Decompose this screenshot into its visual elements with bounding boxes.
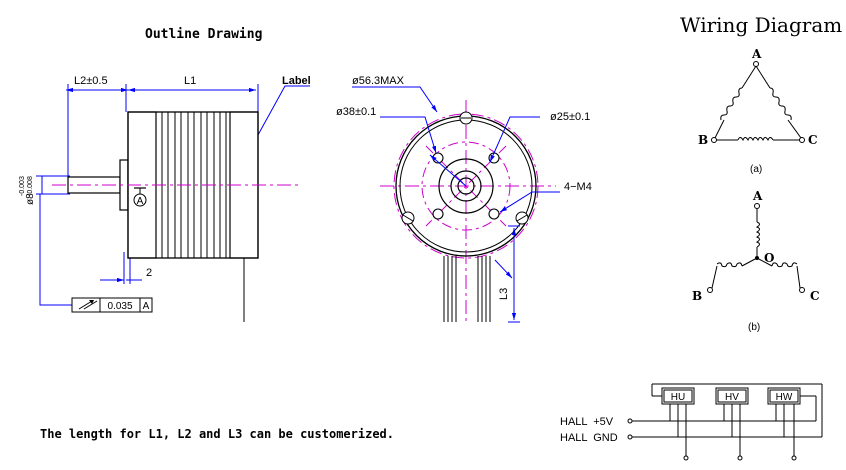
svg-text:ø8: ø8 (25, 193, 36, 205)
svg-text:-0.003: -0.003 (19, 176, 26, 196)
hall-sensor-wiring: HU HV HW HALL +5V HALL GND (560, 383, 823, 461)
star-c: C (810, 289, 820, 303)
delta-connection (711, 61, 805, 143)
front-view: ø56.3MAX ø38±0.1 ø25±0.1 4−M4 L3 (336, 75, 592, 323)
star-a: A (752, 189, 763, 203)
screws (401, 111, 529, 225)
shaft-dia-label: ø8 (25, 193, 36, 205)
runout-arrow-icon (78, 300, 93, 310)
center-marks (380, 100, 556, 322)
delta-caption: (a) (750, 164, 762, 175)
d56-label: ø56.3MAX (352, 75, 405, 87)
delta-a: A (751, 47, 762, 61)
m4-label: 4−M4 (564, 181, 592, 193)
wiring-diagram: Wiring Diagram A B C (a) (680, 13, 842, 333)
d38-label: ø38±0.1 (336, 106, 376, 118)
svg-text:-0.008: -0.008 (27, 176, 34, 196)
svg-text:L3: L3 (498, 288, 510, 300)
customization-note: The length for L1, L2 and L3 can be cust… (40, 427, 394, 441)
front-shaft (457, 177, 475, 195)
datum-circle (133, 193, 147, 207)
hu-label: HU (671, 392, 685, 403)
hw-label: HW (776, 392, 793, 403)
l3-label: L3 (498, 288, 510, 300)
star-connection (707, 203, 805, 293)
star-caption: (b) (748, 322, 760, 333)
star-b: B (692, 289, 702, 303)
two-label: 2 (146, 267, 152, 279)
outline-title: Outline Drawing (145, 27, 262, 42)
front-wires (443, 256, 491, 322)
wiring-title: Wiring Diagram (680, 13, 842, 37)
runout-frame: 0.035 A (71, 297, 153, 313)
l1-label: L1 (184, 75, 196, 87)
delta-c: C (808, 133, 818, 147)
delta-b: B (698, 133, 708, 147)
hall-gnd-label: HALL GND (560, 432, 618, 444)
star-o: O (764, 251, 774, 265)
hall-5v-label: HALL +5V (560, 416, 614, 428)
runout-value: 0.035 (107, 301, 132, 312)
d25-label: ø25±0.1 (550, 111, 590, 123)
label-callout: Label (282, 75, 311, 87)
l2-label: L2±0.5 (74, 75, 108, 87)
dimension-lines (36, 84, 310, 306)
runout-datum: A (143, 301, 150, 312)
shaft-tolerance: -0.003 -0.008 (19, 176, 34, 196)
front-dimension-lines (352, 86, 560, 323)
outline-drawing: Outline Drawing (19, 27, 311, 322)
hv-label: HV (725, 392, 739, 403)
datum-label: A (137, 196, 144, 207)
